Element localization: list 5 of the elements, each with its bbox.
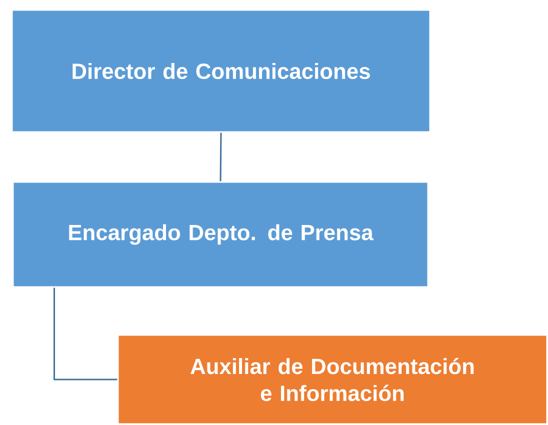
org-box: Encargado Depto. de Prensa (12, 181, 429, 288)
connector-line (220, 132, 222, 182)
org-box: Director de Comunicaciones (11, 9, 431, 133)
org-box: Auxiliar de Documentación e Información (117, 334, 548, 425)
connector-line (54, 288, 118, 380)
